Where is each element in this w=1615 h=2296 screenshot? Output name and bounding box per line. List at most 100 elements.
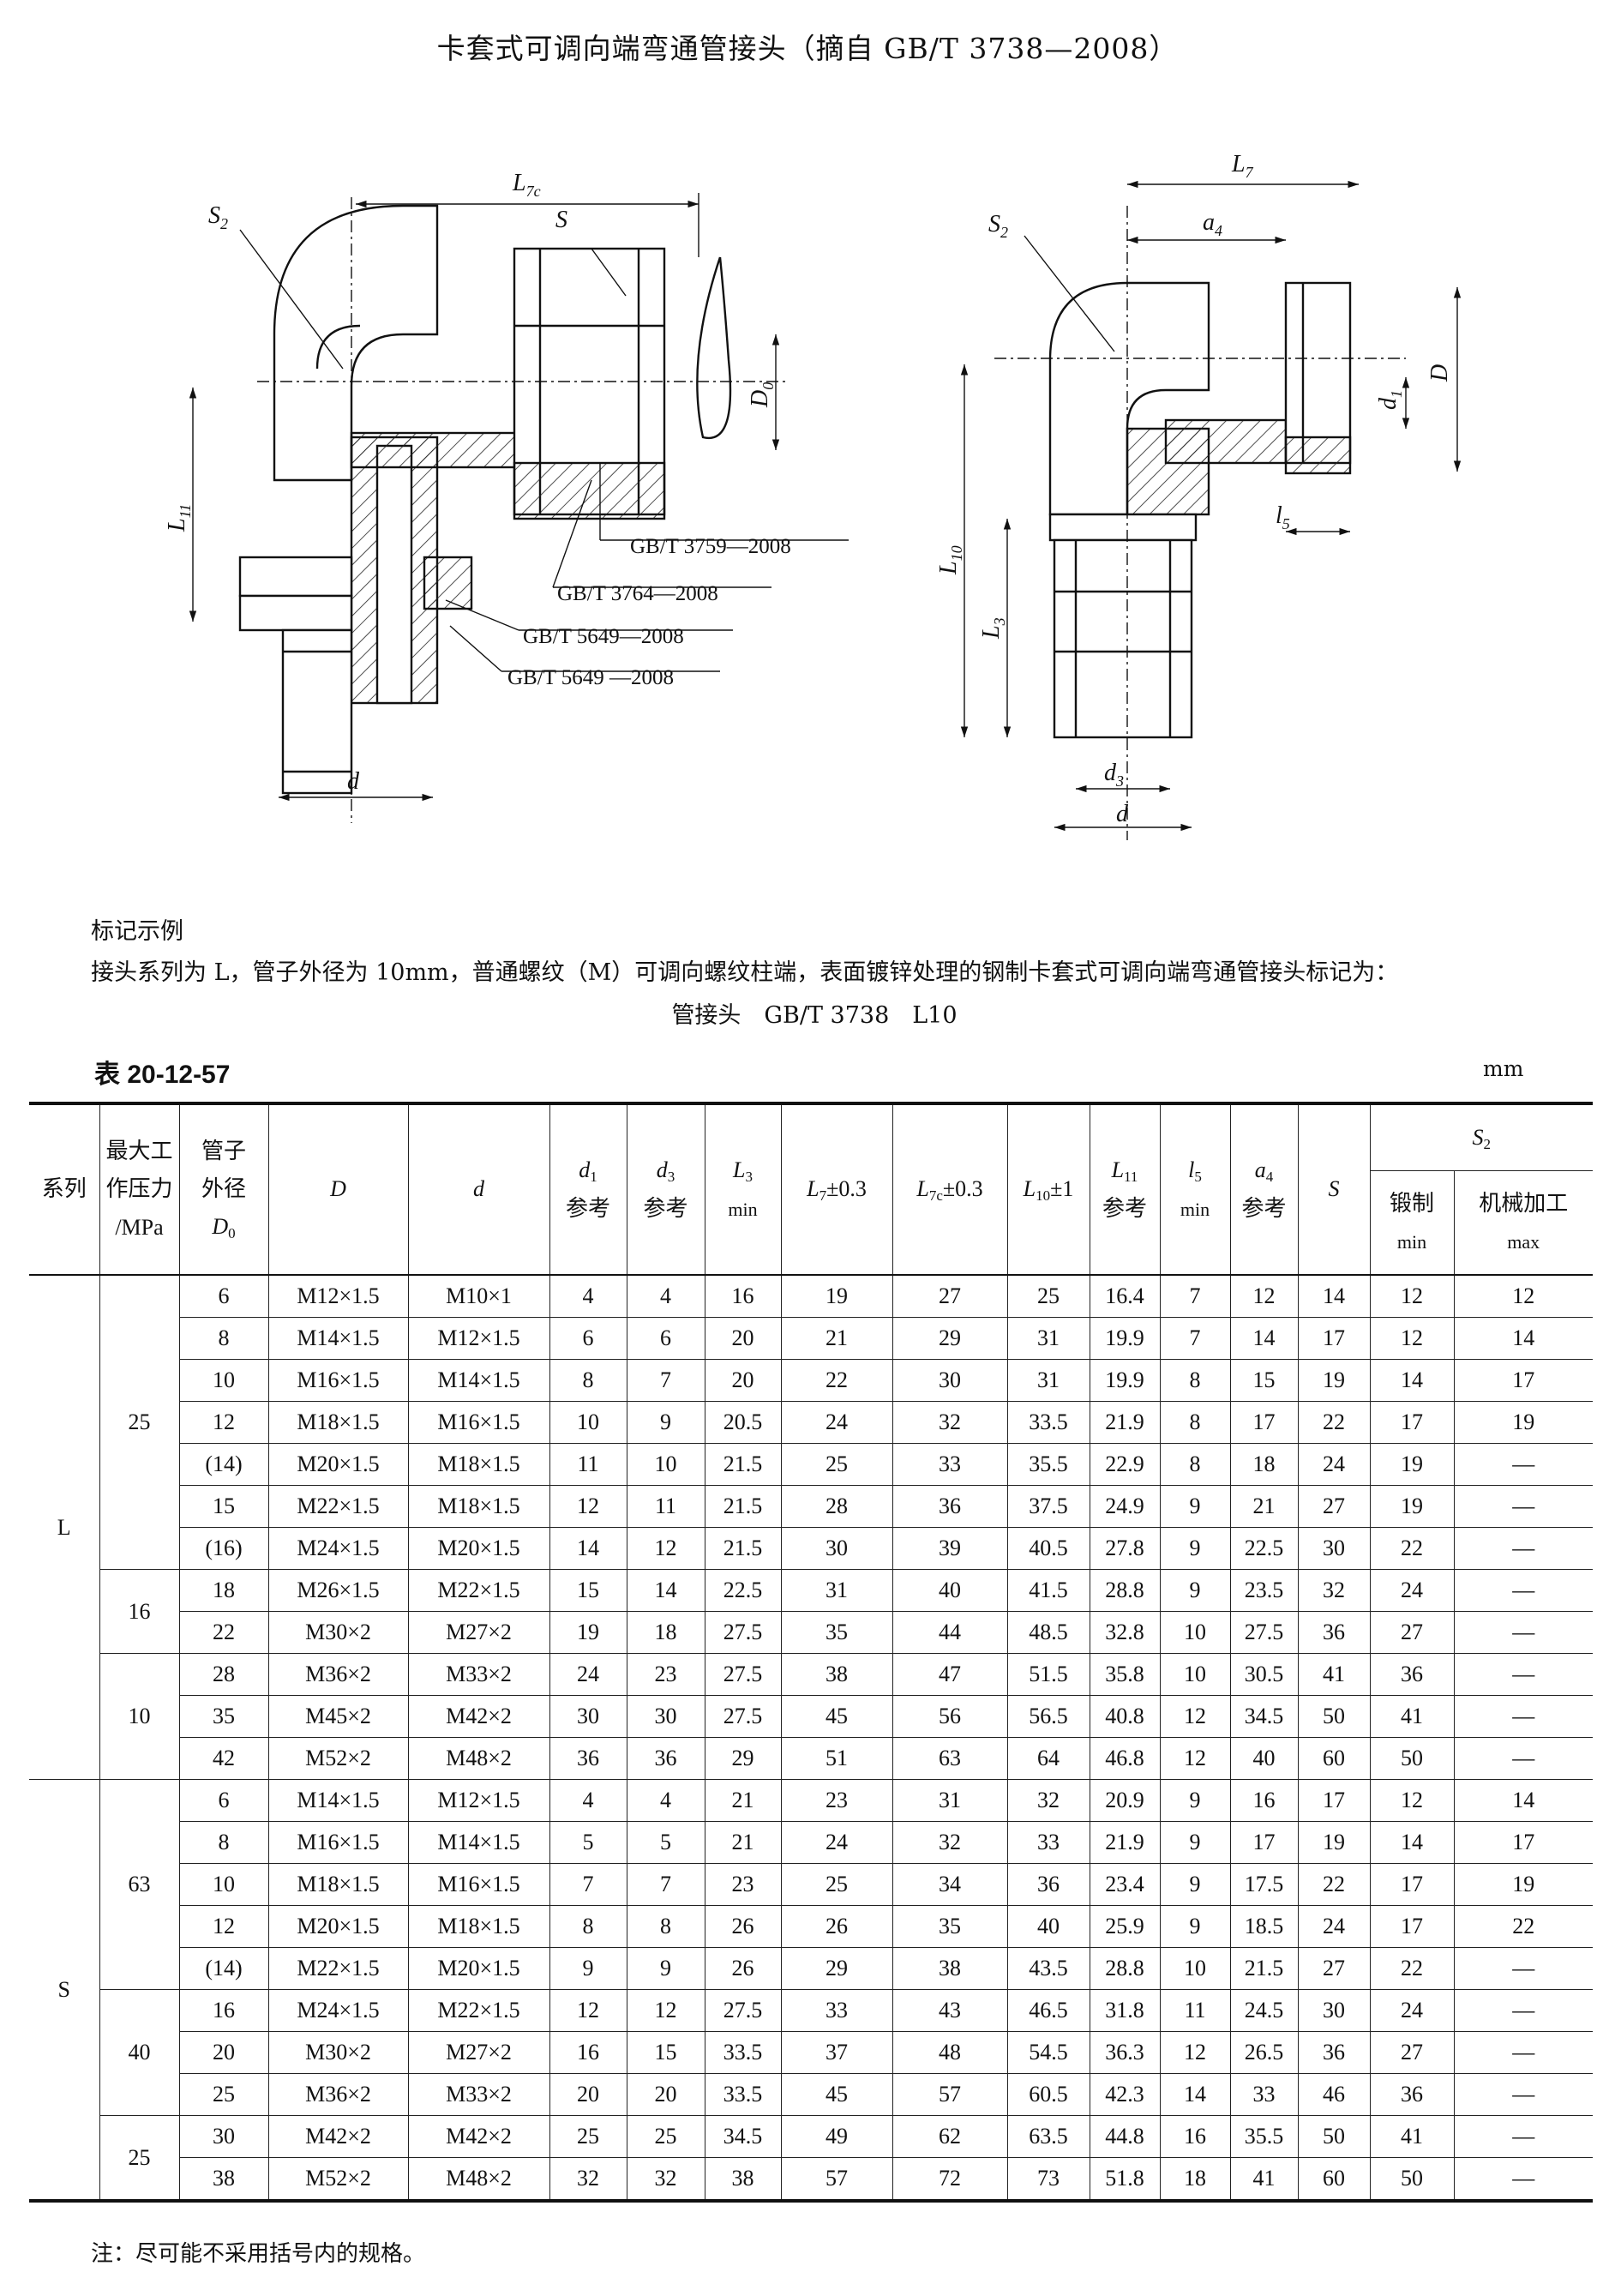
table-cell: 7: [626, 1359, 705, 1402]
standard-label: GB/T 3764—2008: [557, 582, 718, 605]
table-cell: 24.5: [1229, 1989, 1299, 2032]
table-cell: 9: [1159, 1485, 1231, 1528]
table-cell: 6: [626, 1317, 705, 1360]
table-cell: 9: [626, 1401, 705, 1444]
table-cell: 35: [892, 1905, 1008, 1948]
table-cell: 11: [626, 1485, 705, 1528]
table-cell: 16: [1229, 1779, 1299, 1822]
table-cell: 21: [1229, 1485, 1299, 1528]
table-cell: 9: [1159, 1527, 1231, 1570]
table-cell: 20: [704, 1359, 782, 1402]
table-cell: 32: [892, 1401, 1008, 1444]
table-cell: 18: [1229, 1443, 1299, 1486]
table-cell: 31: [780, 1569, 893, 1612]
table-cell: 6: [178, 1779, 269, 1822]
table-cell: 10: [1159, 1611, 1231, 1654]
table-cell: 15: [549, 1569, 627, 1612]
table-cell: 28: [780, 1485, 893, 1528]
table-cell: 9: [626, 1947, 705, 1990]
table-cell: 50: [1297, 2115, 1371, 2158]
table-cell: 25.9: [1089, 1905, 1161, 1948]
table-cell: 12: [1229, 1274, 1299, 1318]
table-cell: 10: [179, 1359, 269, 1402]
series-cell: S: [29, 1779, 100, 2202]
pressure-cell: 25: [99, 1274, 180, 1570]
table-cell: 32: [626, 2157, 705, 2202]
table-cell: 36: [1006, 1863, 1090, 1906]
table-cell: M45×2: [267, 1695, 409, 1738]
table-cell: —: [1453, 1947, 1593, 1990]
table-cell: M26×1.5: [267, 1569, 409, 1612]
table-cell: 45: [780, 2073, 893, 2116]
table-cell: 15: [1229, 1359, 1299, 1402]
table-cell: 18: [1159, 2157, 1231, 2202]
table-cell: 27: [1297, 1485, 1371, 1528]
table-cell: 27.5: [704, 1989, 782, 2032]
table-cell: M36×2: [267, 2073, 409, 2116]
table-cell: 11: [1159, 1989, 1231, 2032]
table-cell: 16.4: [1089, 1274, 1161, 1318]
table-cell: 23: [780, 1779, 893, 1822]
table-cell: 12: [1369, 1317, 1455, 1360]
table-cell: 26: [780, 1905, 893, 1948]
table-cell: M33×2: [407, 2073, 550, 2116]
table-cell: 25: [549, 2115, 627, 2158]
table-cell: 26: [704, 1905, 782, 1948]
series-cell: L: [29, 1274, 100, 1780]
table-cell: 27: [1369, 1611, 1455, 1654]
table-cell: 30: [892, 1359, 1008, 1402]
table-cell: 27.5: [1229, 1611, 1299, 1654]
table-cell: 11: [549, 1443, 627, 1486]
table-cell: 29: [892, 1317, 1008, 1360]
table-cell: 40: [1229, 1737, 1299, 1780]
table-cell: 27: [892, 1274, 1008, 1318]
table-cell: 60: [1297, 1737, 1371, 1780]
table-cell: 19: [1369, 1443, 1455, 1486]
table-cell: 20: [179, 2031, 269, 2074]
table-cell: 14: [1159, 2073, 1231, 2116]
label-d3: d3: [1104, 760, 1124, 790]
table-cell: 25: [780, 1863, 893, 1906]
table-cell: 25: [1006, 1274, 1090, 1318]
table-cell: 32: [549, 2157, 627, 2202]
table-cell: 44: [892, 1611, 1008, 1654]
table-cell: 48.5: [1006, 1611, 1090, 1654]
table-cell: 57: [892, 2073, 1008, 2116]
table-cell: 17: [1453, 1359, 1593, 1402]
table-cell: 27.5: [704, 1611, 782, 1654]
header-D: D: [267, 1103, 409, 1276]
table-cell: 12: [626, 1989, 705, 2032]
table-cell: M16×1.5: [407, 1401, 550, 1444]
table-cell: 45: [780, 1695, 893, 1738]
table-cell: 9: [1159, 1905, 1231, 1948]
table-cell: 29: [780, 1947, 893, 1990]
table-cell: 7: [1159, 1274, 1231, 1318]
table-cell: —: [1453, 1611, 1593, 1654]
table-cell: 12: [1369, 1779, 1455, 1822]
table-cell: 22.9: [1089, 1443, 1161, 1486]
table-cell: M20×1.5: [267, 1443, 409, 1486]
left-fitting-drawing: [189, 193, 849, 823]
table-cell: M16×1.5: [267, 1359, 409, 1402]
table-cell: 41: [1229, 2157, 1299, 2202]
table-cell: M14×1.5: [407, 1359, 550, 1402]
table-cell: 19.9: [1089, 1317, 1161, 1360]
table-cell: 8: [179, 1821, 269, 1864]
table-cell: M12×1.5: [407, 1317, 550, 1360]
table-cell: 14: [1369, 1359, 1455, 1402]
table-cell: 21.5: [1229, 1947, 1299, 1990]
table-cell: 36: [1369, 2073, 1455, 2116]
table-cell: —: [1453, 1989, 1593, 2032]
table-cell: 19: [1297, 1821, 1371, 1864]
table-cell: 34: [892, 1863, 1008, 1906]
table-cell: 35.5: [1006, 1443, 1090, 1486]
table-cell: 21.5: [704, 1485, 782, 1528]
table-cell: 21.5: [704, 1527, 782, 1570]
